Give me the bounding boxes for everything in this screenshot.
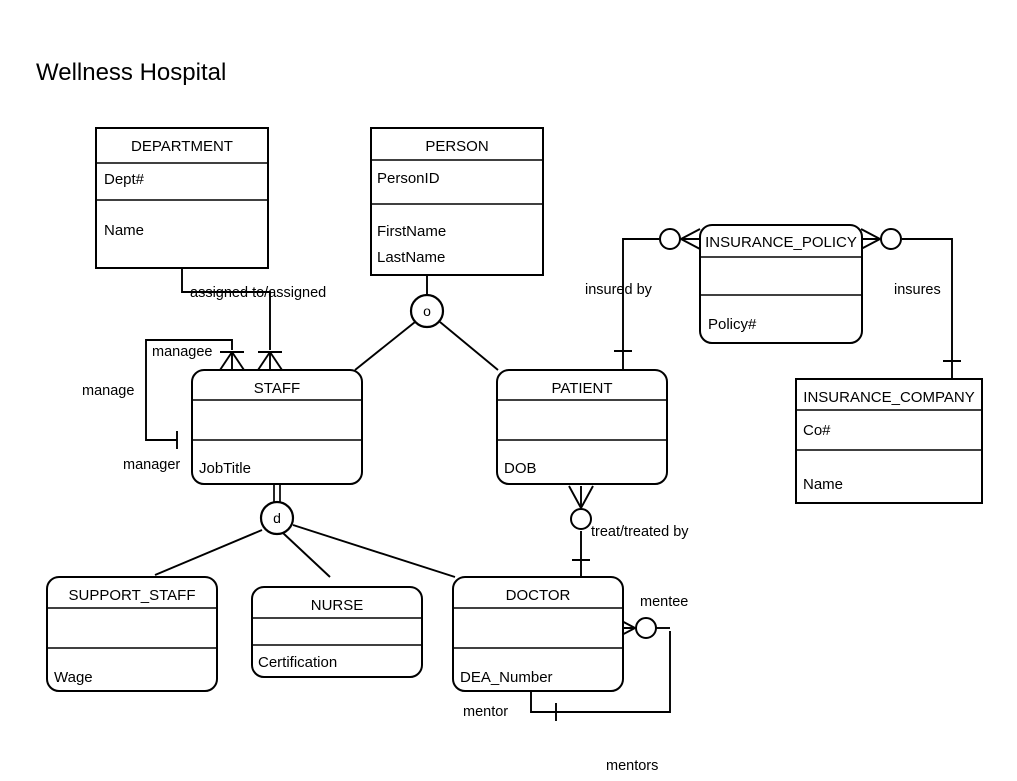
entity-box-insurance-company <box>795 378 983 504</box>
entity-attribute-company-name: Name <box>803 476 843 493</box>
specialization-marker-staff: d <box>273 510 281 526</box>
entity-attribute-dea-number: DEA_Number <box>460 669 553 686</box>
specialization-circle-staff <box>259 500 295 536</box>
entity-insurance-policy[interactable]: INSURANCE_POLICY Policy# <box>699 224 863 344</box>
relationship-label-manage: manage <box>82 383 134 399</box>
specialization-circle-person <box>409 293 445 329</box>
entity-box-nurse <box>251 586 423 678</box>
specialization-person-overlapping: o <box>354 275 499 371</box>
entity-insurance-company[interactable]: INSURANCE_COMPANY Co# Name <box>795 378 983 504</box>
entity-attribute-dept-name: Name <box>104 222 144 239</box>
entity-box-department <box>95 127 269 269</box>
entity-title-insurance-company: INSURANCE_COMPANY <box>803 389 974 406</box>
entity-attribute-jobtitle: JobTitle <box>199 460 251 477</box>
entity-attribute-policy-number: Policy# <box>708 316 757 333</box>
page-title: Wellness Hospital <box>36 59 226 86</box>
entity-title-insurance-policy: INSURANCE_POLICY <box>705 234 857 251</box>
role-label-manager: manager <box>123 457 180 473</box>
optional-circle-treat <box>570 508 592 530</box>
entity-nurse[interactable]: NURSE Certification <box>251 586 423 678</box>
entity-box-insurance-policy <box>699 224 863 344</box>
specialization-staff-disjoint: d <box>154 484 456 578</box>
entity-doctor[interactable]: DOCTOR DEA_Number <box>452 576 624 692</box>
entity-key-attribute-co-number: Co# <box>803 422 831 439</box>
relationship-insures: insures <box>860 228 961 378</box>
entity-attribute-dob: DOB <box>504 460 537 477</box>
relationship-label-insured-by: insured by <box>585 282 653 298</box>
optional-circle-mentee <box>635 617 657 639</box>
entity-attribute-certification: Certification <box>258 654 337 671</box>
relationship-label-treat: treat/treated by <box>591 524 689 540</box>
crowsfoot-staff-managee <box>219 351 245 371</box>
role-label-mentor: mentor <box>463 704 508 720</box>
crowsfoot-policy-insured-by <box>680 228 701 250</box>
entity-box-doctor <box>452 576 624 692</box>
entity-title-staff: STAFF <box>254 380 300 397</box>
role-label-managee: managee <box>152 344 212 360</box>
entity-key-attribute-dept-number: Dept# <box>104 171 145 188</box>
entity-staff[interactable]: STAFF JobTitle <box>191 369 363 485</box>
relationship-label-mentors: mentors <box>606 758 658 774</box>
crowsfoot-policy-insures <box>860 228 881 250</box>
entity-attribute-wage: Wage <box>54 669 93 686</box>
crowsfoot-staff-assigned <box>257 351 283 371</box>
entity-title-support-staff: SUPPORT_STAFF <box>69 587 196 604</box>
relationship-label-insures: insures <box>894 282 941 298</box>
entity-support-staff[interactable]: SUPPORT_STAFF Wage <box>46 576 218 692</box>
entity-attribute-firstname: FirstName <box>377 223 446 240</box>
entity-department[interactable]: DEPARTMENT Dept# Name <box>95 127 269 269</box>
crowsfoot-patient-treat <box>568 485 594 509</box>
entity-attribute-lastname: LastName <box>377 249 445 266</box>
entity-patient[interactable]: PATIENT DOB <box>496 369 668 485</box>
entity-box-person <box>370 127 544 276</box>
optional-circle-insured-by <box>659 228 681 250</box>
optional-circle-insures <box>880 228 902 250</box>
relationship-label-assigned: assigned to/assigned <box>190 285 326 301</box>
relationship-insured-by: insured by <box>585 228 701 370</box>
entity-box-staff <box>191 369 363 485</box>
relationship-manage: manage manager managee <box>82 339 245 473</box>
entity-box-patient <box>496 369 668 485</box>
entity-person[interactable]: PERSON PersonID FirstName LastName <box>370 127 544 276</box>
relationship-treat-treated-by: treat/treated by <box>568 485 689 577</box>
entity-box-support-staff <box>46 576 218 692</box>
entity-title-nurse: NURSE <box>311 597 364 614</box>
role-label-mentee: mentee <box>640 594 688 610</box>
entity-title-department: DEPARTMENT <box>131 138 233 155</box>
specialization-marker-person: o <box>423 303 431 319</box>
entity-title-doctor: DOCTOR <box>506 587 571 604</box>
entity-title-person: PERSON <box>425 138 488 155</box>
relationship-mentors: mentor mentee mentors <box>463 594 688 774</box>
entity-key-attribute-person-id: PersonID <box>377 170 440 187</box>
entity-title-patient: PATIENT <box>551 380 612 397</box>
